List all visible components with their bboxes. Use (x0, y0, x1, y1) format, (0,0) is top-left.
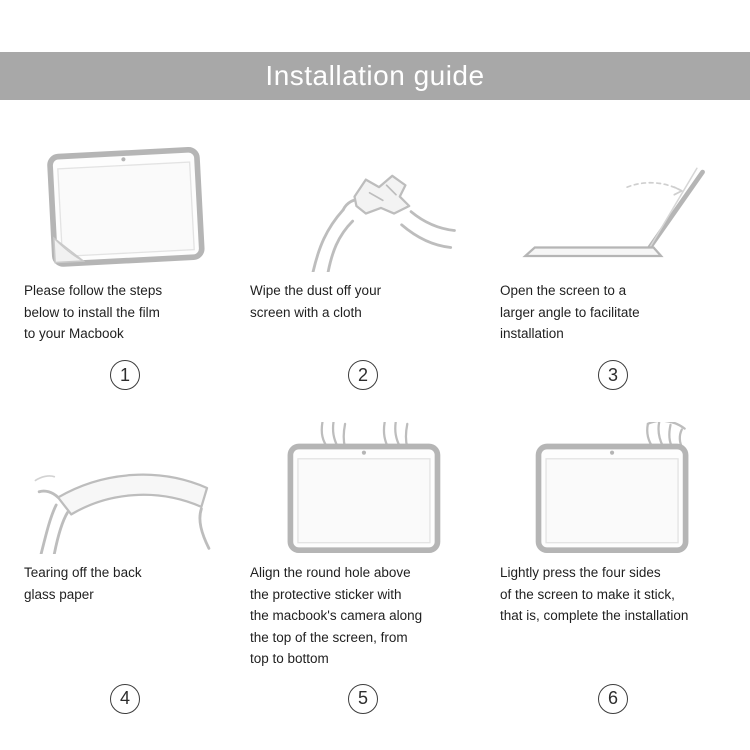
step-card-5: Align the round hole above the protectiv… (242, 422, 484, 716)
page-title: Installation guide (265, 60, 485, 91)
hands-wiping-cloth-icon (311, 174, 456, 272)
step1-illustration (16, 140, 234, 272)
step-caption: Tearing off the back glass paper (24, 565, 142, 602)
step-card-4: Tearing off the back glass paper 4 (16, 422, 234, 716)
laptop-wide-angle-icon (522, 167, 705, 258)
step5-illustration (242, 422, 484, 554)
step-caption: Align the round hole above the protectiv… (250, 565, 423, 667)
step-number-badge: 2 (348, 360, 378, 390)
step-number-badge: 5 (348, 683, 378, 714)
step-caption: Please follow the steps below to install… (24, 283, 163, 342)
step-number-badge: 4 (110, 683, 140, 714)
step-caption: Wipe the dust off your screen with a clo… (250, 283, 382, 320)
step4-illustration (16, 422, 234, 554)
header-banner: Installation guide (0, 52, 750, 100)
step2-illustration (242, 140, 484, 272)
align-camera-hole-icon (287, 422, 441, 554)
step-card-6: Lightly press the four sides of the scre… (492, 422, 734, 716)
step-caption: Open the screen to a larger angle to fac… (500, 283, 640, 342)
step-caption: Lightly press the four sides of the scre… (500, 565, 689, 624)
press-screen-edges-icon (535, 422, 689, 554)
tearing-backing-paper-icon (34, 473, 211, 554)
step-number-badge: 1 (110, 360, 140, 390)
step-card-1: Please follow the steps below to install… (16, 140, 234, 392)
step-number-badge: 3 (598, 360, 628, 390)
step3-illustration (492, 140, 734, 272)
step-number-badge: 6 (598, 683, 628, 714)
step-card-3: Open the screen to a larger angle to fac… (492, 140, 734, 392)
steps-grid: Please follow the steps below to install… (0, 100, 750, 716)
installation-guide-page: Installation guide Please follow the ste… (0, 52, 750, 750)
step6-illustration (492, 422, 734, 554)
macbook-film-peel-icon (47, 146, 205, 267)
step-card-2: Wipe the dust off your screen with a clo… (242, 140, 484, 392)
